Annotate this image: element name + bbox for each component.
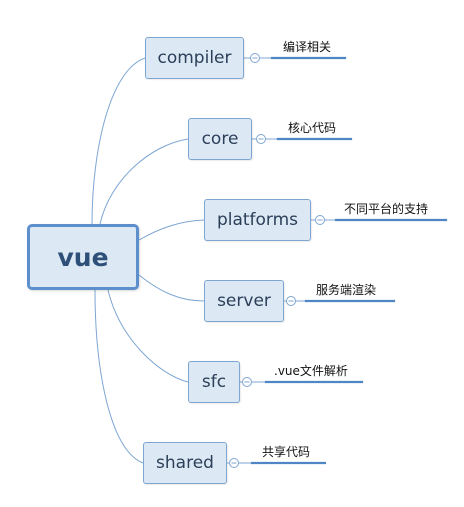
branch-node-label: sfc — [201, 372, 227, 392]
branch-node-platforms[interactable]: platforms — [204, 199, 311, 241]
connector-root-sfc — [107, 289, 189, 383]
branch-node-sfc[interactable]: sfc — [188, 361, 240, 403]
leaf-label-sfc[interactable]: .vue文件解析 — [274, 364, 348, 378]
branch-node-label: server — [217, 291, 271, 311]
connector-root-shared — [94, 289, 144, 464]
branch-node-label: platforms — [216, 210, 299, 230]
branch-node-server[interactable]: server — [204, 280, 284, 322]
connector-root-server — [138, 274, 205, 302]
connector-root-platforms — [138, 219, 205, 241]
root-node-label: vue — [57, 242, 109, 272]
branch-node-shared[interactable]: shared — [143, 442, 227, 484]
branch-node-compiler[interactable]: compiler — [145, 37, 244, 79]
connector-root-compiler — [91, 57, 146, 225]
branch-node-label: core — [201, 129, 239, 149]
root-node[interactable]: vue — [27, 224, 139, 290]
branch-node-core[interactable]: core — [188, 118, 252, 160]
leaf-label-shared[interactable]: 共享代码 — [262, 445, 311, 459]
leaf-label-server[interactable]: 服务端渲染 — [316, 283, 377, 297]
branch-node-label: shared — [156, 453, 214, 473]
branch-node-label: compiler — [157, 48, 232, 68]
connector-root-core — [99, 138, 189, 225]
leaf-label-compiler[interactable]: 编译相关 — [283, 40, 332, 54]
leaf-label-platforms[interactable]: 不同平台的支持 — [344, 202, 429, 216]
leaf-label-core[interactable]: 核心代码 — [288, 121, 337, 135]
